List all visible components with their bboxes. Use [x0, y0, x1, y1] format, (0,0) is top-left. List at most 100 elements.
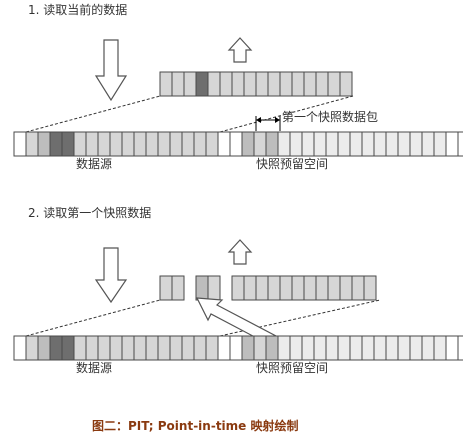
bottom-cell: [13, 131, 27, 157]
bottom-cell: [181, 131, 195, 157]
bottom2-cell: [85, 335, 99, 361]
top-cell: [315, 71, 329, 97]
output-up-arrow: [227, 37, 253, 63]
bottom-cell: [253, 131, 267, 157]
bottom-cell: [421, 131, 435, 157]
step1-data-source-label: 数据源: [76, 156, 112, 171]
bottom2-cell: [217, 335, 231, 361]
bottom2-cell: [25, 335, 39, 361]
top-cell: [207, 71, 221, 97]
bottom2-cell: [445, 335, 459, 361]
step2-source-strip: [13, 335, 463, 361]
bottom-cell: [445, 131, 459, 157]
bottom-cell: [109, 131, 123, 157]
bottom-cell: [193, 131, 207, 157]
bottom2-cell: [361, 335, 375, 361]
bottom-cell: [265, 131, 279, 157]
bottom-cell: [397, 131, 411, 157]
output-up-arrow-2: [227, 239, 253, 265]
top-cell: [195, 71, 209, 97]
bottom-cell: [289, 131, 303, 157]
bottom2-cell: [229, 335, 243, 361]
bottom2-cell: [145, 335, 159, 361]
top2c-cell: [303, 275, 317, 301]
top2a-cell: [171, 275, 185, 301]
top2c-cell: [327, 275, 341, 301]
bottom-cell: [25, 131, 39, 157]
bottom2-cell: [253, 335, 267, 361]
bottom2-cell: [97, 335, 111, 361]
bottom2-cell: [49, 335, 63, 361]
read-down-arrow: [94, 39, 128, 102]
bottom-cell: [433, 131, 447, 157]
step1-right-guide: [219, 95, 354, 133]
bottom2-cell: [109, 335, 123, 361]
top-cell: [243, 71, 257, 97]
top2c-cell: [291, 275, 305, 301]
bottom-cell: [121, 131, 135, 157]
bottom-cell: [145, 131, 159, 157]
top2c-cell: [279, 275, 293, 301]
step1-left-guide: [25, 95, 161, 133]
packet-marker-left-arrowhead: [256, 117, 261, 123]
bottom-cell: [133, 131, 147, 157]
top-cell: [303, 71, 317, 97]
top2a-cell: [159, 275, 173, 301]
bottom2-cell: [397, 335, 411, 361]
step1-title: 1. 读取当前的数据: [28, 2, 127, 17]
bottom2-cell: [241, 335, 255, 361]
composed-data-strip: [159, 275, 377, 301]
bottom2-cell: [265, 335, 279, 361]
bottom-cell: [169, 131, 183, 157]
bottom-cell: [313, 131, 327, 157]
top2c-cell: [255, 275, 269, 301]
step2-left-guide: [25, 299, 161, 337]
bottom-cell: [37, 131, 51, 157]
top-cell: [291, 71, 305, 97]
step2-snapshot-reserve-label: 快照预留空间: [256, 361, 328, 375]
bottom2-cell: [121, 335, 135, 361]
bottom-cell: [457, 131, 463, 157]
top2c-cell: [363, 275, 377, 301]
bottom-cell: [49, 131, 63, 157]
bottom-cell: [205, 131, 219, 157]
step1-source-strip: [13, 131, 463, 157]
top-cell: [231, 71, 245, 97]
bottom2-cell: [433, 335, 447, 361]
top-cell: [279, 71, 293, 97]
bottom2-cell: [385, 335, 399, 361]
top2c-cell: [339, 275, 353, 301]
bottom-cell: [337, 131, 351, 157]
bottom-cell: [301, 131, 315, 157]
bottom-cell: [229, 131, 243, 157]
top2c-cell: [231, 275, 245, 301]
bottom-cell: [157, 131, 171, 157]
top-cell: [327, 71, 341, 97]
top-cell: [171, 71, 185, 97]
bottom2-cell: [61, 335, 75, 361]
bottom-cell: [97, 131, 111, 157]
bottom2-cell: [73, 335, 87, 361]
top-cell: [339, 71, 353, 97]
bottom2-cell: [169, 335, 183, 361]
top2c-cell: [267, 275, 281, 301]
top-cell: [255, 71, 269, 97]
bottom-cell: [73, 131, 87, 157]
bottom-cell: [277, 131, 291, 157]
bottom2-cell: [349, 335, 363, 361]
bottom2-cell: [205, 335, 219, 361]
bottom2-cell: [457, 335, 463, 361]
bottom-cell: [373, 131, 387, 157]
bottom2-cell: [181, 335, 195, 361]
bottom2-cell: [193, 335, 207, 361]
bottom2-cell: [313, 335, 327, 361]
step2-title: 2. 读取第一个快照数据: [28, 205, 151, 220]
step1-snapshot-reserve-label: 快照预留空间: [256, 157, 328, 171]
bottom2-cell: [325, 335, 339, 361]
top-cell: [159, 71, 173, 97]
bottom2-cell: [409, 335, 423, 361]
step2-data-source-label: 数据源: [76, 360, 112, 375]
figure-caption: 图二：PIT; Point-in-time 映射绘制: [92, 418, 299, 433]
top-cell: [267, 71, 281, 97]
bottom2-cell: [277, 335, 291, 361]
